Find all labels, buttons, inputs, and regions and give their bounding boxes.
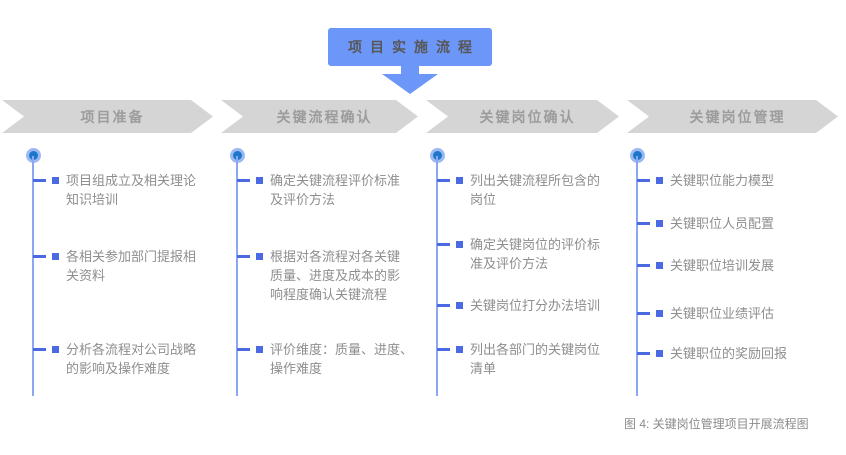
list-item: 根据对各流程对各关键 质量、进度及成本的影 响程度确认关键流程 [237, 247, 437, 304]
item-text: 关键岗位打分办法培训 [470, 298, 601, 313]
item-text: 关键职位培训发展 [670, 258, 775, 273]
timeline-node-dot [433, 151, 442, 160]
list-item: 列出关键流程所包含的 岗位 [437, 171, 637, 209]
down-arrow-icon [382, 74, 438, 94]
timeline-line [32, 156, 34, 396]
square-bullet-icon [656, 310, 663, 317]
item-tick [437, 348, 450, 351]
item-text: 关键职位业绩评估 [670, 306, 775, 321]
item-tick [237, 255, 250, 258]
list-item: 关键职位人员配置 [637, 214, 837, 233]
item-tick [33, 179, 46, 182]
square-bullet-icon [256, 253, 263, 260]
list-item: 确定关键流程评价标准 及评价方法 [237, 171, 437, 209]
list-item: 分析各流程对公司战略 的影响及操作难度 [33, 340, 233, 378]
square-bullet-icon [456, 177, 463, 184]
square-bullet-icon [256, 177, 263, 184]
item-tick [437, 179, 450, 182]
diagram-title: 项目实施流程 [328, 28, 492, 66]
item-tick [637, 222, 650, 225]
column-project-prep: 项目组成立及相关理论 知识培训 各相关参加部门提报相 关资料 分析各流程对公司战… [26, 148, 233, 408]
column-key-process: 确定关键流程评价标准 及评价方法 根据对各流程对各关键 质量、进度及成本的影 响… [230, 148, 437, 408]
item-tick [637, 312, 650, 315]
list-item: 各相关参加部门提报相 关资料 [33, 247, 233, 285]
square-bullet-icon [656, 220, 663, 227]
list-item: 项目组成立及相关理论 知识培训 [33, 171, 233, 209]
phase-chevron-key-position-manage: 关键岗位管理 [627, 100, 838, 133]
figure-caption: 图 4: 关键岗位管理项目开展流程图 [624, 417, 809, 431]
item-text: 列出关键流程所包含的 岗位 [470, 173, 601, 207]
square-bullet-icon [52, 346, 59, 353]
square-bullet-icon [656, 177, 663, 184]
timeline-node-dot [29, 151, 38, 160]
item-text: 确定关键岗位的评价标 准及评价方法 [470, 237, 601, 271]
timeline-node-icon [630, 148, 645, 163]
item-tick [637, 179, 650, 182]
timeline-node-dot [633, 151, 642, 160]
square-bullet-icon [456, 302, 463, 309]
phase-chevron-key-position-confirm: 关键岗位确认 [426, 100, 619, 133]
square-bullet-icon [52, 177, 59, 184]
square-bullet-icon [456, 241, 463, 248]
timeline-line [636, 156, 638, 396]
square-bullet-icon [52, 253, 59, 260]
item-text: 确定关键流程评价标准 及评价方法 [270, 173, 401, 207]
item-tick [33, 348, 46, 351]
square-bullet-icon [256, 346, 263, 353]
item-tick [437, 243, 450, 246]
timeline-node-icon [230, 148, 245, 163]
item-text: 关键职位人员配置 [670, 216, 775, 231]
item-text: 分析各流程对公司战略 的影响及操作难度 [66, 342, 197, 376]
list-item: 评价维度：质量、进度、 操作难度 [237, 340, 437, 378]
column-key-position-manage: 关键职位能力模型 关键职位人员配置 关键职位培训发展 关键职位业绩评估 关键职位… [630, 148, 837, 408]
column-key-position-confirm: 列出关键流程所包含的 岗位 确定关键岗位的评价标 准及评价方法 关键岗位打分办法… [430, 148, 637, 408]
list-item: 关键职位培训发展 [637, 256, 837, 275]
item-text: 根据对各流程对各关键 质量、进度及成本的影 响程度确认关键流程 [270, 249, 401, 302]
timeline-node-icon [26, 148, 41, 163]
phase-chevron-project-prep: 项目准备 [2, 100, 213, 133]
timeline-line [436, 156, 438, 396]
square-bullet-icon [656, 262, 663, 269]
item-text: 关键职位能力模型 [670, 173, 775, 188]
square-bullet-icon [456, 346, 463, 353]
item-tick [33, 255, 46, 258]
list-item: 确定关键岗位的评价标 准及评价方法 [437, 235, 637, 273]
item-tick [237, 179, 250, 182]
list-item: 关键职位业绩评估 [637, 304, 837, 323]
item-text: 列出各部门的关键岗位 清单 [470, 342, 601, 376]
square-bullet-icon [656, 350, 663, 357]
list-item: 列出各部门的关键岗位 清单 [437, 340, 637, 378]
item-text: 各相关参加部门提报相 关资料 [66, 249, 197, 283]
item-text: 关键职位的奖励回报 [670, 346, 788, 361]
list-item: 关键职位的奖励回报 [637, 344, 837, 363]
timeline-node-icon [430, 148, 445, 163]
list-item: 关键岗位打分办法培训 [437, 296, 637, 315]
item-tick [637, 264, 650, 267]
item-text: 项目组成立及相关理论 知识培训 [66, 173, 197, 207]
item-text: 评价维度：质量、进度、 操作难度 [270, 342, 414, 376]
item-tick [637, 352, 650, 355]
timeline-node-dot [233, 151, 242, 160]
item-tick [437, 304, 450, 307]
down-arrow-stem [401, 66, 419, 74]
phase-chevron-key-process: 关键流程确认 [221, 100, 418, 133]
timeline-line [236, 156, 238, 396]
item-tick [237, 348, 250, 351]
list-item: 关键职位能力模型 [637, 171, 837, 190]
